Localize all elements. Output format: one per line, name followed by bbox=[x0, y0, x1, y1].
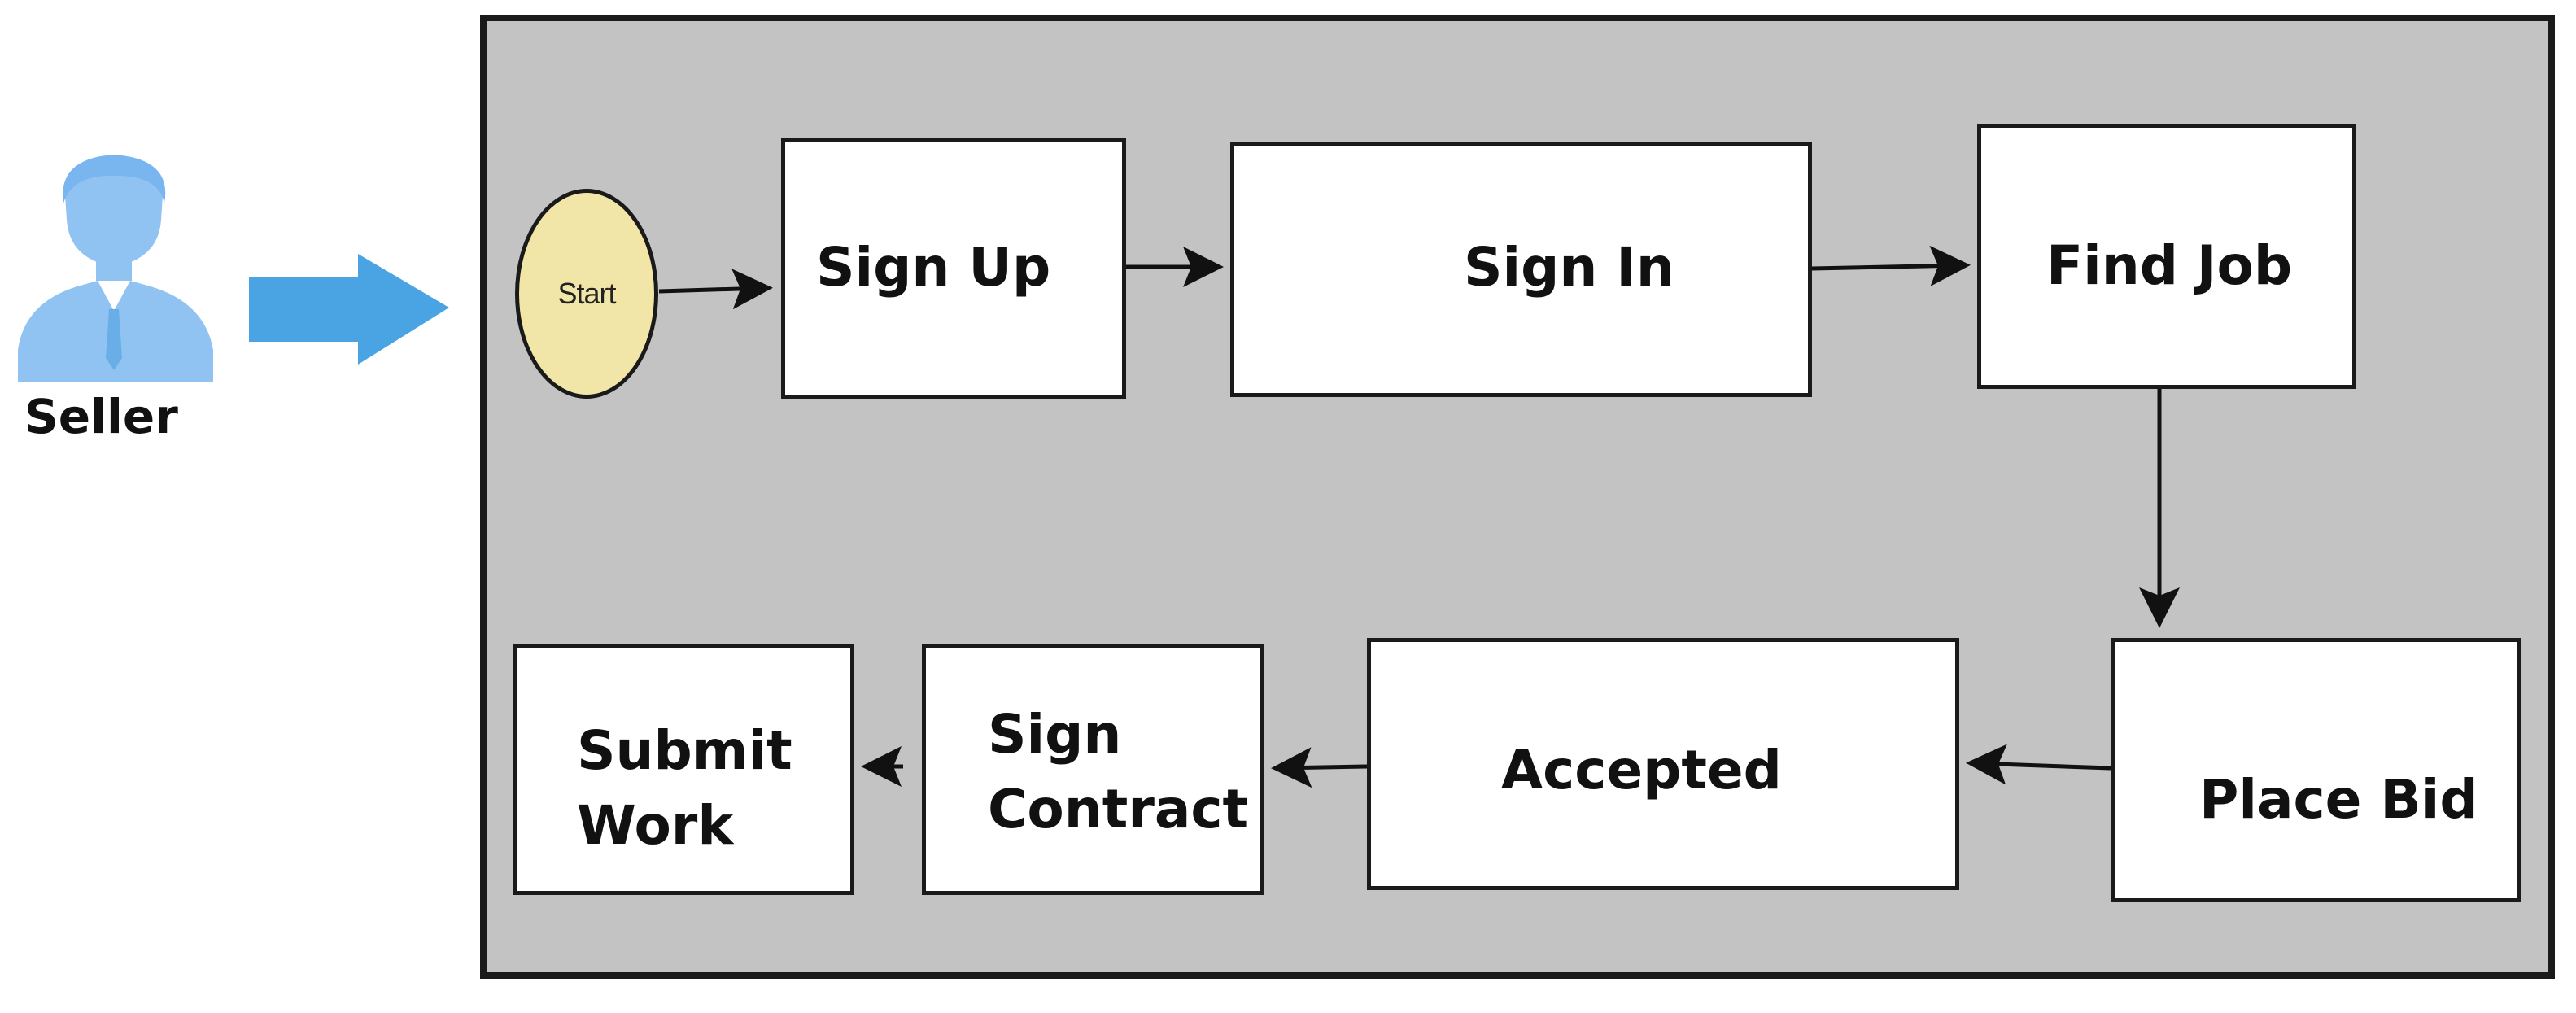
step-sign-contract: Sign Contract bbox=[922, 644, 1264, 895]
step-place-bid: Place Bid bbox=[2111, 638, 2521, 902]
step-accepted: Accepted bbox=[1367, 638, 1959, 890]
sign-contract-label-line2: Contract bbox=[988, 778, 1249, 841]
step-sign-up: Sign Up bbox=[781, 138, 1126, 399]
start-node: Start bbox=[515, 189, 658, 399]
seller-actor bbox=[18, 155, 213, 382]
start-label: Start bbox=[557, 277, 616, 310]
submit-work-label-line1: Submit bbox=[577, 719, 792, 782]
arrow-placebid-to-accepted bbox=[1966, 744, 2111, 785]
arrow-start-to-signup bbox=[658, 269, 773, 310]
step-sign-in: Sign In bbox=[1230, 142, 1812, 397]
submit-work-label-line2: Work bbox=[577, 794, 734, 857]
step-find-job: Find Job bbox=[1977, 124, 2356, 389]
place-bid-label: Place Bid bbox=[2199, 768, 2478, 831]
find-job-label: Find Job bbox=[2046, 234, 2293, 297]
sign-up-label: Sign Up bbox=[816, 236, 1051, 299]
step-submit-work: Submit Work bbox=[513, 644, 854, 895]
accepted-label: Accepted bbox=[1501, 739, 1782, 801]
entry-arrow bbox=[249, 254, 449, 365]
arrow-signin-to-findjob bbox=[1811, 245, 1971, 286]
businessman-icon bbox=[18, 155, 213, 382]
seller-label: Seller bbox=[24, 389, 178, 444]
sign-in-label: Sign In bbox=[1464, 236, 1674, 299]
arrow-accepted-to-signcontract bbox=[1271, 747, 1368, 788]
sign-contract-label-line1: Sign bbox=[988, 703, 1122, 766]
